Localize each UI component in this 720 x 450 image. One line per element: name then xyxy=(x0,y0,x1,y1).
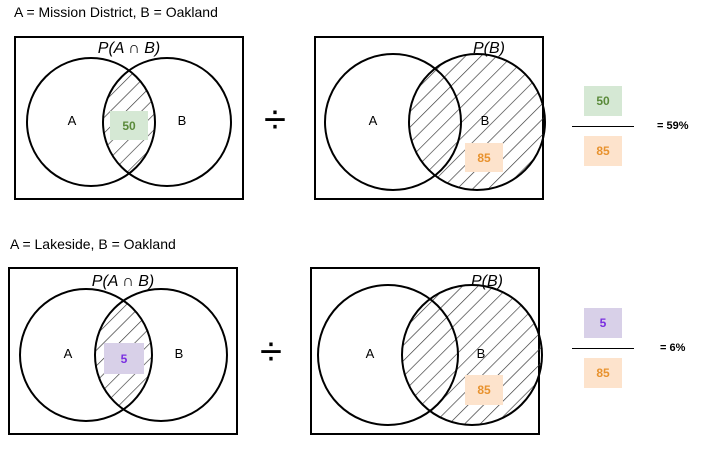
value-box xyxy=(110,111,148,140)
fraction-denominator: 85 xyxy=(584,136,622,166)
circle-b xyxy=(408,53,546,191)
set-label-b: B xyxy=(477,346,486,361)
diagram-title: P(B) xyxy=(471,273,503,290)
value-label: 85 xyxy=(477,151,491,165)
fraction-bar xyxy=(572,348,634,349)
set-label-a: A xyxy=(366,346,375,361)
circle-a xyxy=(19,288,153,422)
circle-b xyxy=(94,288,228,422)
fraction-numerator: 5 xyxy=(584,308,622,338)
circle-a xyxy=(26,57,156,187)
value-box xyxy=(104,343,144,374)
intersection-hatch xyxy=(103,58,155,186)
value-box xyxy=(465,143,503,172)
set-b-hatch xyxy=(402,285,542,425)
circle-a xyxy=(324,53,462,191)
set-label-b: B xyxy=(175,346,184,361)
set-label-b: B xyxy=(178,113,187,128)
row2-caption: A = Lakeside, B = Oakland xyxy=(10,236,176,252)
row1-intersection-diagram: P(A ∩ B) A B 50 xyxy=(14,36,244,200)
circle-b xyxy=(401,284,543,426)
circle-a xyxy=(317,284,459,426)
divide-sign: ÷ xyxy=(260,330,282,374)
set-label-a: A xyxy=(68,113,77,128)
diagram-title: P(B) xyxy=(473,40,505,57)
row2-intersection-diagram: P(A ∩ B) A B 5 xyxy=(8,267,238,435)
set-label-a: A xyxy=(369,113,378,128)
fraction-result: = 6% xyxy=(660,342,686,354)
row1-caption: A = Mission District, B = Oakland xyxy=(14,4,218,20)
fraction-denominator: 85 xyxy=(584,358,622,388)
value-label: 5 xyxy=(121,352,128,366)
set-b-hatch xyxy=(409,54,545,190)
diagram-frame xyxy=(8,267,238,435)
row1-marginal-diagram: P(B) A B 85 xyxy=(314,36,546,200)
diagram-title: P(A ∩ B) xyxy=(92,273,154,290)
value-label: 85 xyxy=(477,383,491,397)
row2-marginal-diagram: P(B) A B 85 xyxy=(310,267,543,435)
fraction-result: = 59% xyxy=(657,120,689,132)
fraction-bar xyxy=(572,126,634,127)
fraction-numerator: 50 xyxy=(584,86,622,116)
set-label-b: B xyxy=(481,113,490,128)
value-label: 50 xyxy=(122,119,136,133)
diagram-frame xyxy=(14,36,244,200)
divide-sign: ÷ xyxy=(264,98,286,142)
set-label-a: A xyxy=(64,346,73,361)
diagram-title: P(A ∩ B) xyxy=(98,40,160,57)
intersection-hatch xyxy=(95,289,152,421)
value-box xyxy=(465,375,503,405)
circle-b xyxy=(102,57,232,187)
